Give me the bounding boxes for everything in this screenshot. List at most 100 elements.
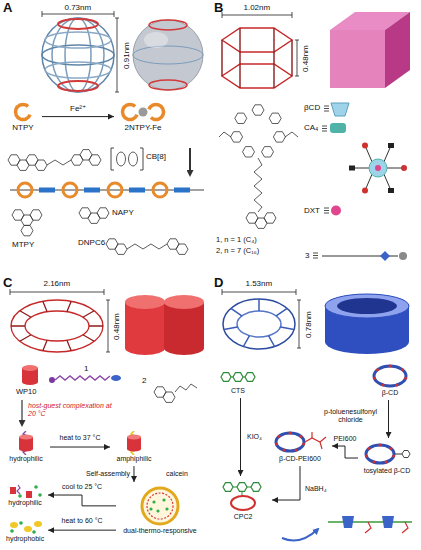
molecule-icon	[8, 101, 38, 123]
dimension-label: 1.02nm	[244, 3, 271, 12]
chemical-structure	[219, 105, 298, 229]
compound-label: 2	[142, 376, 146, 385]
drawing-part	[222, 12, 292, 18]
vesicle-node: dual-thermo-responsive	[118, 484, 202, 536]
drawing-part	[235, 113, 247, 123]
host-cartoon	[22, 365, 38, 385]
tosyl-ring	[402, 451, 410, 458]
drawing-part	[129, 188, 145, 193]
panel-letter: C	[3, 276, 12, 291]
drawing-part	[273, 132, 285, 142]
drawing-part	[352, 146, 404, 191]
chemical-structure	[12, 208, 188, 255]
hydroxyl-dot	[299, 435, 302, 438]
cyclodextrin-surface	[330, 12, 410, 88]
conjugate-cartoon	[349, 143, 407, 194]
drawing-part	[324, 208, 329, 213]
drawing-part	[117, 152, 126, 166]
hydroxyl-dot	[401, 368, 404, 371]
macrocycle-ring	[13, 102, 32, 121]
drawing-part	[325, 294, 409, 318]
compound-node: β-CD	[368, 362, 412, 398]
drawing-part	[35, 160, 47, 170]
drawing-part	[129, 152, 138, 166]
hydroxyl-dot	[385, 461, 388, 464]
cyclodextrin-ring	[276, 433, 304, 451]
calcein-dot	[38, 493, 42, 497]
condition-label: p-toluenesulfonyl chloride	[318, 408, 384, 424]
condition-label: KIO₄	[246, 433, 263, 441]
host-piece	[26, 491, 32, 498]
drawing-part	[324, 106, 329, 111]
drawing-part	[382, 516, 394, 528]
drawing-part	[10, 289, 104, 295]
drawing-part	[269, 113, 281, 123]
dimension-label: 1.53nm	[246, 279, 273, 288]
drawing-part	[164, 295, 204, 309]
drawing-part	[297, 300, 301, 348]
drawing-part	[115, 244, 127, 254]
drawing-part	[63, 183, 77, 197]
hydroxyl-dot	[302, 443, 305, 446]
cyclodextrin-icon	[331, 103, 349, 116]
drawing-part	[133, 46, 203, 64]
guest-cartoon	[322, 251, 407, 261]
sugar-ring	[233, 373, 243, 382]
molecule-icon	[120, 485, 200, 527]
drawing-part	[111, 148, 143, 170]
dimension-label: 0.73nm	[65, 3, 92, 12]
compound-label: 3	[305, 251, 309, 260]
pei-chain	[305, 437, 326, 442]
drawing-part	[243, 147, 255, 157]
dimension-label: 0.78nm	[303, 311, 312, 338]
dimension-line	[222, 289, 301, 348]
ligand-node: NTPY	[6, 100, 40, 133]
reaction-arrow	[240, 398, 241, 476]
drawing-part	[219, 132, 231, 137]
molecule-icon	[118, 101, 168, 123]
drawing-part	[223, 299, 295, 349]
reaction-arrow	[42, 116, 114, 117]
hydroxyl-dot	[295, 449, 298, 452]
compound-label: DNPC6	[78, 238, 105, 247]
drawing-part	[174, 188, 190, 193]
drawing-part	[84, 188, 100, 193]
drawing-part	[313, 253, 318, 258]
cavitand-rim	[127, 435, 141, 440]
calcein-dot	[32, 530, 36, 534]
sugar-ring	[223, 483, 233, 492]
sugar-ring	[251, 483, 261, 492]
drawing-part	[337, 298, 397, 314]
drawing-part	[402, 522, 408, 533]
drawing-part	[164, 341, 204, 355]
panel-letter: A	[3, 1, 12, 16]
drawing-part	[222, 28, 292, 88]
drawing-part	[176, 244, 188, 254]
reaction-arrow	[48, 495, 116, 506]
calcein-dot	[19, 521, 23, 525]
cyclodextrin-surface	[325, 294, 409, 354]
condition-label: host-guest complexation at 20 °C	[28, 402, 114, 418]
compound-label: DXT	[304, 206, 320, 215]
drawing-part	[97, 208, 109, 218]
molecule-icon	[370, 363, 410, 389]
node-text: hydrophilic	[6, 455, 46, 463]
panel-letter: D	[214, 276, 223, 291]
drawing-part	[385, 12, 410, 88]
state-node: hydrophilic	[4, 430, 48, 464]
drawing-part	[39, 188, 55, 193]
drawing-part	[285, 132, 298, 137]
pillararene-surface	[125, 295, 204, 355]
drawing-part	[254, 158, 262, 212]
hydroxyl-dot	[372, 461, 375, 464]
vesicle-inner	[147, 493, 173, 519]
drawing-part	[222, 64, 292, 88]
molecule-icon	[218, 367, 258, 387]
hydroxyl-dot	[376, 368, 379, 371]
supramolecular-polymer	[10, 183, 204, 197]
process-arrow	[189, 148, 191, 175]
molecule-icon	[362, 441, 412, 467]
compound-node: CTS	[216, 366, 260, 396]
